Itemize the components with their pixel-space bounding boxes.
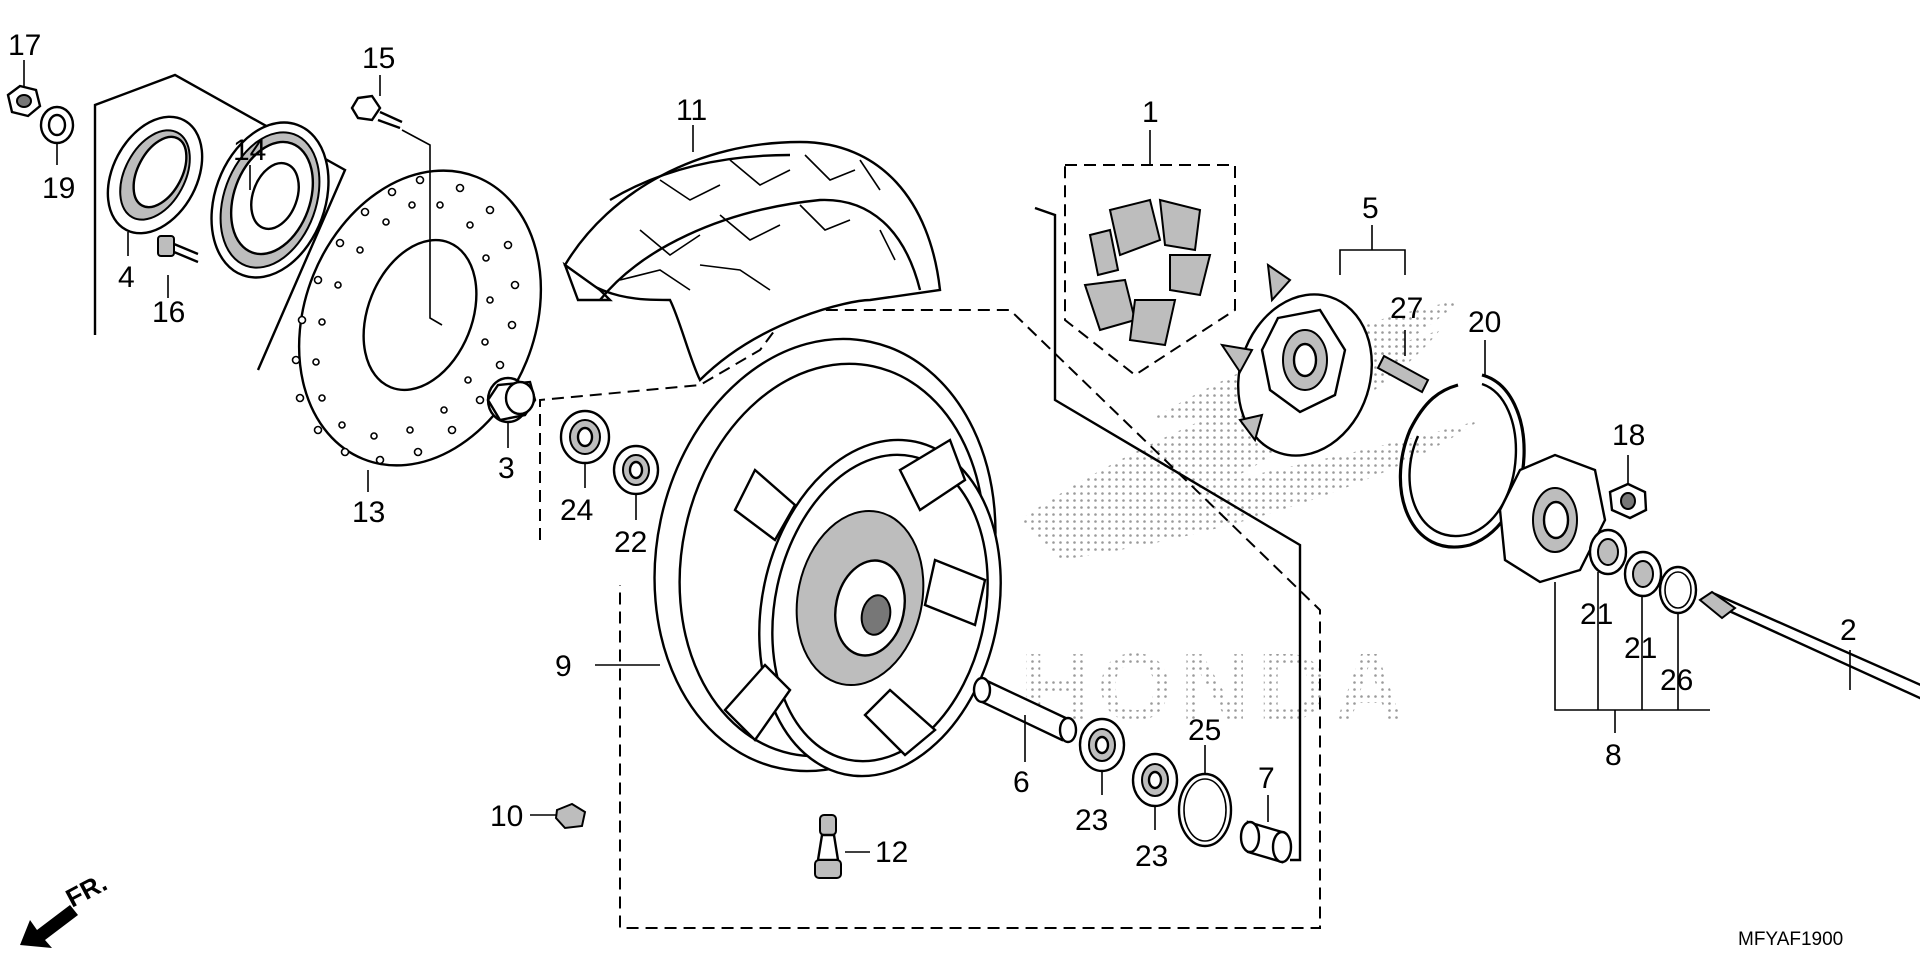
part-5-hub-flange: [1219, 262, 1374, 457]
watermark-text: HONDA: [1020, 634, 1412, 741]
callout-23a: 23: [1075, 804, 1108, 837]
callout-3: 3: [498, 452, 515, 485]
front-direction-indicator: FR.: [20, 867, 112, 948]
part-15-bolt: [350, 94, 403, 130]
bracket-4-14: [93, 73, 347, 371]
callout-8: 8: [1605, 739, 1622, 772]
part-18-nut: [1608, 482, 1648, 520]
part-23-bearing-b: [1131, 752, 1179, 808]
callout-21a: 21: [1580, 598, 1613, 631]
part-25-o-ring: [1177, 772, 1233, 848]
part-20-circlip: [1398, 373, 1526, 549]
wheel-group-outline: [539, 309, 1321, 929]
callout-19: 19: [42, 172, 75, 205]
part-4-ring: [106, 115, 204, 235]
part-21-bearing-a: [1588, 528, 1628, 576]
callout-25: 25: [1188, 714, 1221, 747]
callout-15: 15: [362, 42, 395, 75]
callout-labels: 17 19 4 14 16 15 13 3 24 22 11 9 10 12 6…: [8, 29, 1857, 873]
part-1-dampers: [1083, 198, 1212, 347]
part-27-stud: [1376, 354, 1430, 394]
callout-11: 11: [676, 94, 707, 127]
callout-23b: 23: [1135, 840, 1168, 873]
callout-7: 7: [1258, 762, 1275, 795]
callout-9: 9: [555, 650, 572, 683]
callout-2: 2: [1840, 614, 1857, 647]
part-7-collar: [1239, 820, 1293, 864]
part-12-valve: [814, 814, 842, 879]
part-6-collar: [972, 676, 1078, 744]
callout-16: 16: [152, 296, 185, 329]
part-24-bearing: [559, 409, 611, 465]
part-10-balance-weight: [554, 802, 587, 830]
callout-1: 1: [1142, 96, 1159, 129]
callout-14: 14: [233, 134, 266, 167]
callout-20: 20: [1468, 306, 1501, 339]
callout-10: 10: [490, 800, 523, 833]
callout-24: 24: [560, 494, 593, 527]
part-23-bearing-a: [1078, 717, 1126, 773]
callout-18: 18: [1612, 419, 1645, 452]
part-11-tire: [562, 140, 942, 383]
part-26-o-ring: [1658, 565, 1698, 615]
part-13-brake-disc: [291, 169, 543, 467]
part-14-tone-ring: [210, 121, 330, 279]
callout-17: 17: [8, 29, 41, 62]
part-19-washer: [39, 105, 75, 145]
diagram-code: MFYAF1900: [1738, 929, 1843, 950]
part-3-collar: [486, 376, 537, 424]
callout-12: 12: [875, 836, 908, 869]
callout-22: 22: [614, 526, 647, 559]
part-16-bolt: [157, 235, 199, 264]
part-17-nut: [6, 84, 42, 118]
callout-4: 4: [118, 261, 135, 294]
callout-21b: 21: [1624, 632, 1657, 665]
part-2-axle: [1698, 590, 1920, 700]
hub-group-outline: [1034, 206, 1302, 862]
callout-27: 27: [1390, 292, 1423, 325]
part-22-seal: [612, 444, 660, 496]
part-21-bearing-b: [1623, 550, 1663, 598]
callout-6: 6: [1013, 766, 1030, 799]
damper-group-outline: [1064, 164, 1236, 377]
leader-lines: [23, 60, 1851, 853]
part-9-wheel-rim: [653, 337, 1002, 778]
part-8-sprocket-hub: [1498, 453, 1607, 584]
callout-5: 5: [1362, 192, 1379, 225]
callout-26: 26: [1660, 664, 1693, 697]
callout-13: 13: [352, 496, 385, 529]
